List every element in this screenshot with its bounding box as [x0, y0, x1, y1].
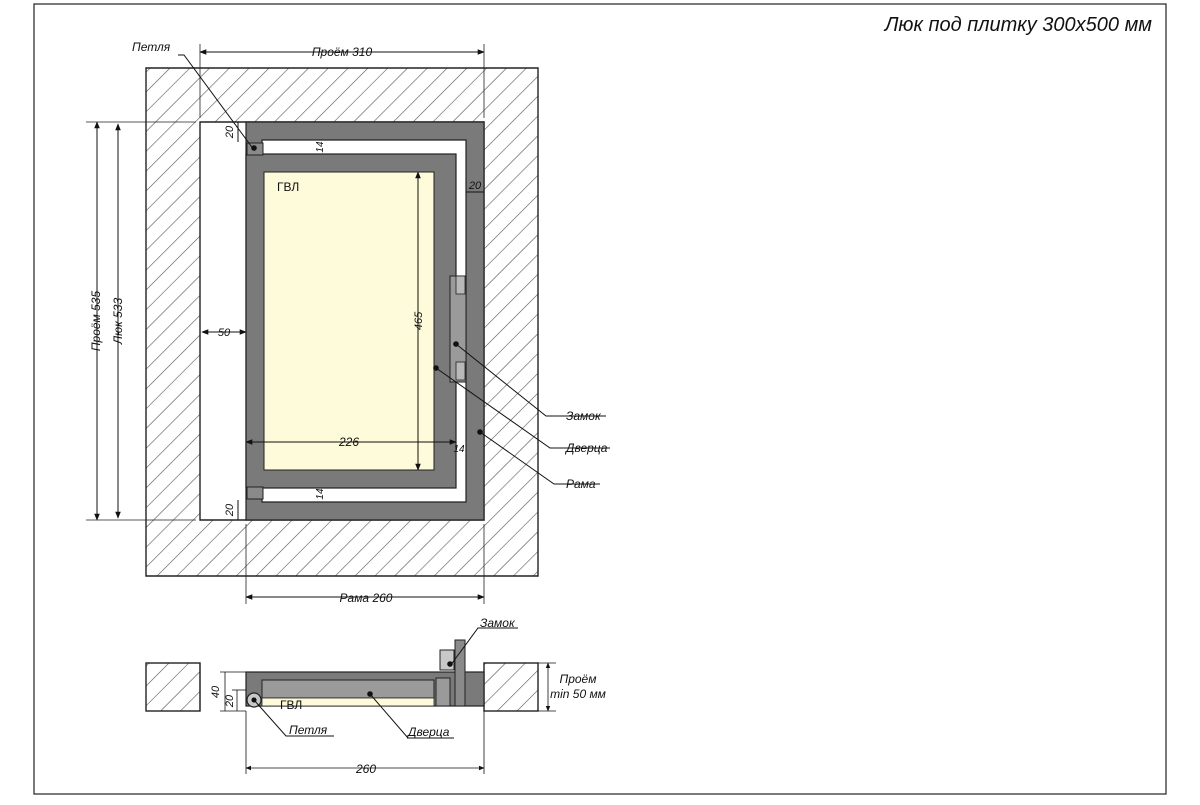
section-wall-right — [483, 662, 539, 712]
dimension-lines — [94, 49, 485, 600]
section-wall-left — [145, 662, 201, 712]
section-lock-bar — [454, 639, 466, 707]
gvl-label: ГВЛ — [277, 180, 299, 194]
dim-20-right: 20 — [468, 180, 482, 192]
drawing-title: Люк под плитку 300x500 мм — [884, 14, 1152, 36]
section-hinge-label: Петля — [289, 723, 328, 737]
section-dim-20: 20 — [224, 694, 236, 708]
extension-lines — [86, 44, 485, 604]
section-view: Замок Проём min 50 мм 40 20 ГВЛ Петля Дв… — [145, 616, 606, 776]
section-leaders — [253, 627, 518, 739]
dim-14-bottom: 14 — [315, 488, 326, 500]
sheet-border — [33, 3, 1167, 795]
section-lock-body — [435, 677, 451, 707]
frame-width-label: Рама 260 — [340, 591, 393, 605]
front-view: Проём 310 Петля Проём 535 Люк 533 Рама 2… — [86, 40, 610, 605]
section-door-label: Дверца — [406, 725, 450, 739]
section-opening-label: Проём — [560, 672, 597, 686]
section-width-label: 260 — [355, 762, 376, 776]
section-lock-label: Замок — [480, 616, 516, 630]
lock-label: Замок — [566, 409, 602, 423]
section-opening-min: min 50 мм — [550, 687, 606, 701]
section-dimension-lines — [199, 662, 556, 774]
dim-465: 465 — [413, 311, 425, 330]
bottom-hinge — [246, 486, 264, 500]
door-label: Дверца — [564, 441, 608, 455]
section-gvl — [261, 697, 435, 707]
opening-width-label: Проём 310 — [312, 45, 373, 59]
opening-height-label: Проём 535 — [89, 291, 103, 352]
gvl-panel — [263, 171, 435, 471]
dim-50: 50 — [218, 327, 231, 339]
lock-top — [455, 275, 466, 295]
dim-14-right: 14 — [453, 444, 465, 455]
section-gvl-label: ГВЛ — [280, 698, 302, 712]
lock-bottom — [455, 361, 466, 381]
section-dim-40: 40 — [210, 685, 222, 698]
section-lock-head — [439, 649, 455, 671]
hatch-height-label: Люк 533 — [111, 298, 125, 346]
section-door — [261, 679, 435, 699]
frame-label: Рама — [566, 477, 596, 491]
dim-20-bottom: 20 — [224, 503, 236, 517]
dim-20-top: 20 — [224, 125, 236, 139]
hinge-label: Петля — [132, 40, 171, 54]
leader-lines — [178, 54, 610, 485]
dim-14-top: 14 — [315, 141, 326, 153]
dim-226: 226 — [338, 435, 359, 449]
